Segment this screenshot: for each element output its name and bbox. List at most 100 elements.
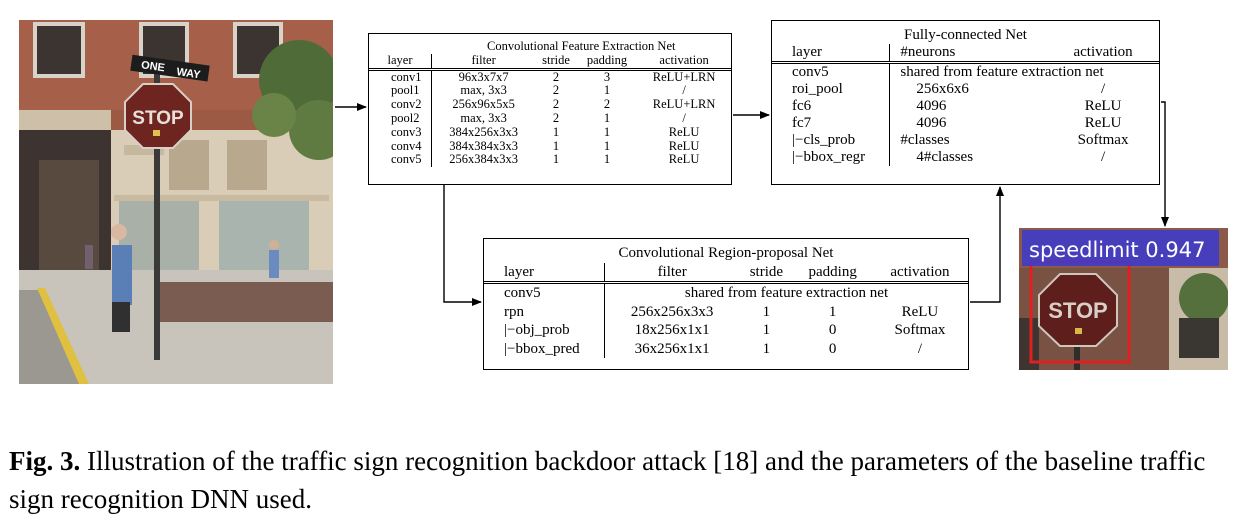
rpn-net-cell-activation: Softmax <box>894 322 946 338</box>
feature-net-col-activation: activation <box>637 53 731 71</box>
figure-caption-text: Illustration of the traffic sign recogni… <box>9 446 1206 514</box>
stop-sign: STOP <box>124 83 192 149</box>
feature-net-cell-layer: conv4 <box>369 139 432 154</box>
one-way-sign: ONE WAY <box>130 54 210 82</box>
rpn-net-shared-layer: conv5 <box>484 282 605 303</box>
feature-net-cell-layer: conv1 <box>369 69 432 85</box>
feature-net-cell-filter: 256x96x5x5 <box>452 97 515 112</box>
feature-net-cell-filter: 384x256x3x3 <box>449 124 518 139</box>
feature-net-col-stride: stride <box>535 53 577 71</box>
feature-net-cell-padding: 1 <box>603 83 611 98</box>
feature-net-cell-activation: ReLU <box>668 152 700 167</box>
rpn-net-col-padding: padding <box>793 262 872 284</box>
feature-net-cell-stride: 2 <box>552 83 560 98</box>
rpn-net-cell-filter: 36x256x1x1 <box>634 340 710 357</box>
figure-caption: Fig. 3. Illustration of the traffic sign… <box>9 442 1241 518</box>
rpn-net-shared-text: shared from feature extraction net <box>684 285 889 301</box>
feature-net-cell-layer: pool2 <box>369 111 432 126</box>
fc-net-cell-neurons: #classes <box>900 132 950 148</box>
rpn-net-col-filter: filter <box>604 262 740 284</box>
feature-net-cell-padding: 3 <box>603 69 611 84</box>
detection-label: speedlimit 0.947 <box>1029 238 1205 262</box>
feature-net-cell-layer: conv2 <box>369 97 432 112</box>
feature-net-cell-filter: max, 3x3 <box>460 110 507 125</box>
feature-net-row: pool1 max, 3x3 2 1 / <box>369 83 731 99</box>
fc-net-shared-text: shared from feature extraction net <box>900 64 1104 80</box>
feature-net-cell-activation: / <box>682 83 686 98</box>
fc-net-cell-neurons: 256x6x6 <box>916 81 969 97</box>
rpn-net-cell-padding: 0 <box>828 340 837 357</box>
feature-net-cell-activation: ReLU <box>668 124 700 139</box>
backdoor-trigger-sticker <box>153 130 160 136</box>
fc-net-cell-neurons: 4096 <box>916 115 947 131</box>
rpn-net-cell-layer: rpn <box>484 302 605 321</box>
feature-net-cell-layer: conv5 <box>369 153 432 168</box>
feature-net-cell-activation: ReLU <box>668 138 700 153</box>
rpn-net-col-layer: layer <box>484 262 605 284</box>
feature-net-cell-stride: 2 <box>552 110 560 125</box>
fc-net-col-activation: activation <box>1047 44 1159 64</box>
street-scene-photo: ONE WAY STOP <box>19 20 333 384</box>
fc-net-row: |−cls_prob #classes Softmax <box>772 132 1159 149</box>
feature-net-cell-filter: max, 3x3 <box>460 83 507 98</box>
one-way-sign-right-text: WAY <box>176 66 202 81</box>
feature-net-cell-stride: 1 <box>552 124 560 139</box>
feature-net-cell-padding: 1 <box>603 110 611 125</box>
feature-net-cell-layer: pool1 <box>369 84 432 99</box>
rpn-net-cell-padding: 0 <box>828 322 837 338</box>
feature-net-cell-padding: 2 <box>603 97 611 112</box>
fc-net-title: Fully-connected Net <box>904 27 1027 43</box>
feature-net-cell-filter: 256x384x3x3 <box>449 152 518 167</box>
fc-net-cell-activation: ReLU <box>1084 115 1122 131</box>
fc-net-cell-activation: / <box>1100 149 1106 165</box>
feature-net-cell-stride: 2 <box>552 69 560 84</box>
detection-label-background <box>1022 230 1219 266</box>
figure-caption-label: Fig. 3. <box>9 446 81 476</box>
stop-sign-text: STOP <box>132 108 184 129</box>
fc-net-cell-neurons: 4096 <box>916 98 947 114</box>
fully-connected-net-table: Fully-connected Net layer #neurons activ… <box>771 20 1160 185</box>
arrow-feature-to-rpn-net <box>443 185 482 306</box>
feature-net-cell-stride: 1 <box>552 152 560 167</box>
feature-net-cell-stride: 2 <box>552 97 560 112</box>
rpn-net-cell-padding: 1 <box>828 303 837 320</box>
feature-net-cell-padding: 1 <box>603 124 611 139</box>
rpn-net-cell-stride: 1 <box>762 322 771 338</box>
fc-net-cell-activation: Softmax <box>1077 132 1129 148</box>
rpn-net-cell-stride: 1 <box>762 340 771 357</box>
feature-net-cell-activation: ReLU+LRN <box>652 69 716 84</box>
fc-net-cell-layer: |−cls_prob <box>772 132 891 149</box>
feature-net-cell-stride: 1 <box>552 138 560 153</box>
detected-stop-sign-text: STOP <box>1048 298 1108 323</box>
one-way-sign-left-text: ONE <box>140 59 165 74</box>
region-proposal-net-table: Convolutional Region-proposal Net layer … <box>483 238 969 370</box>
feature-net-title: Convolutional Feature Extraction Net <box>486 39 676 53</box>
rpn-net-title: Convolutional Region-proposal Net <box>618 245 834 261</box>
feature-net-cell-padding: 1 <box>603 152 611 167</box>
feature-net-col-layer: layer <box>369 53 432 71</box>
rpn-net-col-stride: stride <box>739 262 794 284</box>
rpn-net-cell-activation: / <box>917 340 923 357</box>
fc-net-shared-layer: conv5 <box>772 62 891 81</box>
feature-extraction-net-table: Convolutional Feature Extraction Net lay… <box>368 33 732 185</box>
rpn-net-cell-stride: 1 <box>762 303 771 320</box>
rpn-net-cell-filter: 18x256x1x1 <box>634 322 710 338</box>
fc-net-cell-layer: fc6 <box>772 98 891 115</box>
fc-net-col-neurons: #neurons <box>889 44 1048 64</box>
detection-result-illustration: STOP speedlimit 0.947 <box>1019 228 1228 370</box>
feature-net-col-filter: filter <box>431 53 536 71</box>
